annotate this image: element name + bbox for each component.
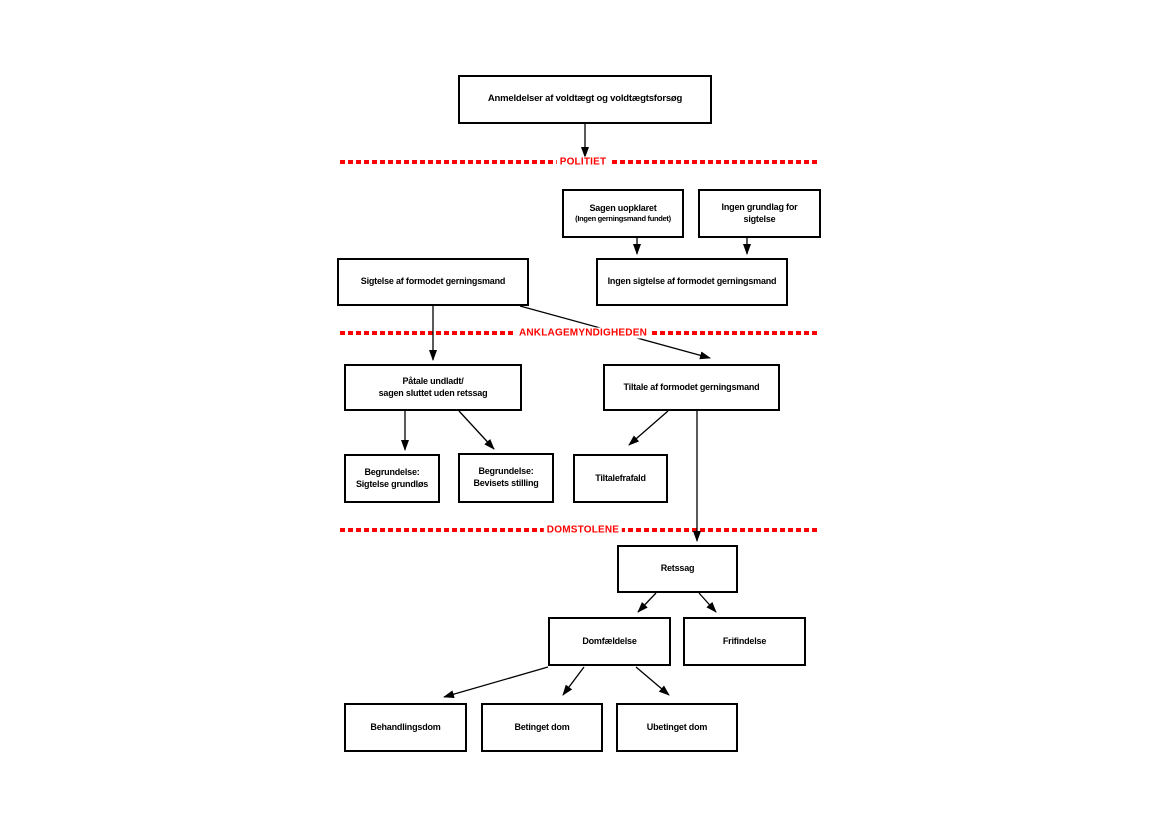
node-ingen-sigtelse: Ingen sigtelse af formodet gerningsmand	[596, 258, 788, 306]
node-begrundelse-bevisets-label2: Bevisets stilling	[473, 478, 539, 488]
node-betinget-dom: Betinget dom	[481, 703, 603, 752]
arrow-domfaeldelse-ubetingetdom	[635, 666, 670, 696]
node-begrundelse-grundloes-label2: Sigtelse grundløs	[355, 478, 429, 489]
node-sigtelse-label: Sigtelse af formodet gerningsmand	[360, 276, 506, 287]
node-ingen-grundlag-label: Ingen grundlag for	[721, 201, 798, 212]
node-behandlingsdom-label: Behandlingsdom	[370, 721, 441, 732]
node-tiltalefrafald-label: Tiltalefrafald	[595, 472, 646, 483]
arrow-domfaeldelse-betingetdom	[562, 666, 585, 696]
section-label-anklagemyndigheden: ANKLAGEMYNDIGHEDEN	[515, 327, 651, 339]
node-tiltale: Tiltale af formodet gerningsmand	[603, 364, 780, 411]
node-begrundelse-grundloes-label: Begrundelse:	[364, 466, 420, 477]
node-betinget-dom-label: Betinget dom	[514, 721, 570, 732]
node-anmeldelser: Anmeldelser af voldtægt og voldtægtsfors…	[458, 75, 712, 124]
node-anmeldelser-label: Anmeldelser af voldtægt og voldtægtsfors…	[487, 93, 683, 105]
node-paatale-undladt-label: Påtale undladt/	[402, 375, 464, 386]
node-sagen-uopklaret-sublabel: (Ingen gerningsmand fundet)	[575, 214, 671, 224]
node-sigtelse: Sigtelse af formodet gerningsmand	[337, 258, 529, 306]
node-tiltalefrafald: Tiltalefrafald	[573, 454, 668, 503]
node-tiltale-label: Tiltale af formodet gerningsmand	[623, 381, 760, 392]
node-frifindelse: Frifindelse	[683, 617, 806, 666]
node-ubetinget-dom: Ubetinget dom	[616, 703, 738, 752]
node-begrundelse-bevisets: Begrundelse: Bevisets stilling	[458, 453, 554, 503]
arrow-domfaeldelse-behandlingsdom	[443, 666, 549, 699]
node-retssag: Retssag	[617, 545, 738, 593]
node-frifindelse-label: Frifindelse	[722, 635, 767, 646]
arrow-paatale-bevisets	[458, 410, 495, 450]
node-domfaeldelse: Domfældelse	[548, 617, 671, 666]
node-ubetinget-dom-label: Ubetinget dom	[646, 721, 708, 732]
node-paatale-undladt-label2: sagen sluttet uden retssag	[378, 387, 488, 398]
node-retssag-label: Retssag	[660, 563, 695, 574]
node-domfaeldelse-label: Domfældelse	[582, 635, 637, 646]
arrow-retssag-frifindelse	[698, 592, 717, 613]
section-label-domstolene: DOMSTOLENE	[543, 524, 623, 536]
arrow-retssag-domfaeldelse	[637, 592, 657, 613]
node-sagen-uopklaret-label: Sagen uopklaret	[589, 202, 657, 213]
node-ingen-grundlag: Ingen grundlag for sigtelse	[698, 189, 821, 238]
section-label-politiet: POLITIET	[556, 156, 610, 168]
node-sagen-uopklaret: Sagen uopklaret (Ingen gerningsmand fund…	[562, 189, 684, 238]
node-begrundelse-grundloes: Begrundelse: Sigtelse grundløs	[344, 454, 440, 503]
node-begrundelse-bevisets-label: Begrundelse:	[478, 466, 534, 477]
arrow-tiltale-tiltalefrafald	[628, 410, 669, 446]
node-ingen-sigtelse-label: Ingen sigtelse af formodet gerningsmand	[607, 276, 777, 287]
node-behandlingsdom: Behandlingsdom	[344, 703, 467, 752]
node-ingen-grundlag-label2: sigtelse	[743, 213, 776, 224]
node-paatale-undladt: Påtale undladt/ sagen sluttet uden retss…	[344, 364, 522, 411]
